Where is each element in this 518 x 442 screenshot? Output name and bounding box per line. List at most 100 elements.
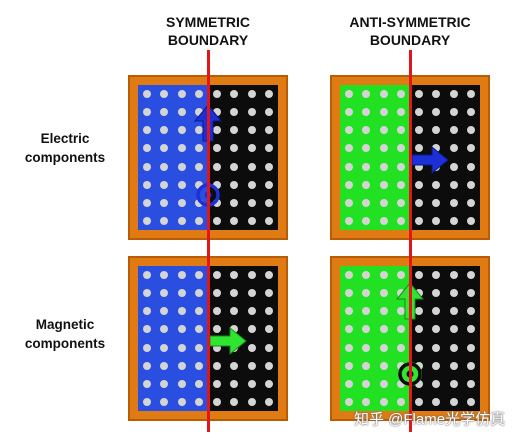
hole xyxy=(265,144,274,153)
hole xyxy=(265,180,274,189)
hole xyxy=(212,216,221,225)
hole xyxy=(230,307,239,316)
hole xyxy=(362,126,371,135)
watermark: 知乎 @Flame光学仿真 xyxy=(354,411,506,428)
panel-antisymmetric-magnetic xyxy=(330,256,490,421)
hole xyxy=(379,216,388,225)
hole xyxy=(265,325,274,334)
hole xyxy=(362,361,371,370)
hole xyxy=(362,325,371,334)
hole xyxy=(160,198,169,207)
hole xyxy=(247,289,256,298)
hole xyxy=(432,108,441,117)
hole xyxy=(397,216,406,225)
hole xyxy=(362,379,371,388)
hole-grid xyxy=(138,85,278,230)
hole xyxy=(230,90,239,99)
hole xyxy=(230,216,239,225)
hole xyxy=(230,271,239,280)
header-line: ANTI-SYMMETRIC xyxy=(349,14,471,30)
column-header-antisymmetric: ANTI-SYMMETRIC BOUNDARY xyxy=(330,13,490,49)
hole xyxy=(230,325,239,334)
hole xyxy=(247,90,256,99)
hole xyxy=(160,379,169,388)
hole xyxy=(397,90,406,99)
hole xyxy=(212,343,221,352)
hole xyxy=(362,90,371,99)
hole xyxy=(344,90,353,99)
hole xyxy=(449,180,458,189)
hole xyxy=(414,397,423,406)
hole xyxy=(177,379,186,388)
hole xyxy=(265,289,274,298)
hole xyxy=(212,90,221,99)
hole xyxy=(414,126,423,135)
hole-grid xyxy=(340,85,480,230)
hole xyxy=(160,144,169,153)
hole xyxy=(265,379,274,388)
hole xyxy=(414,361,423,370)
hole xyxy=(195,180,204,189)
hole xyxy=(449,307,458,316)
hole xyxy=(344,126,353,135)
hole xyxy=(362,271,371,280)
hole xyxy=(160,307,169,316)
hole xyxy=(142,144,151,153)
hole xyxy=(230,144,239,153)
hole xyxy=(177,325,186,334)
hole xyxy=(379,126,388,135)
hole xyxy=(212,361,221,370)
hole xyxy=(142,216,151,225)
hole xyxy=(432,180,441,189)
hole xyxy=(142,126,151,135)
hole xyxy=(247,325,256,334)
hole xyxy=(195,216,204,225)
hole xyxy=(247,108,256,117)
hole xyxy=(432,397,441,406)
header-line: SYMMETRIC xyxy=(166,14,250,30)
hole xyxy=(142,307,151,316)
hole xyxy=(397,162,406,171)
hole xyxy=(362,397,371,406)
hole xyxy=(195,271,204,280)
hole xyxy=(432,126,441,135)
hole xyxy=(177,289,186,298)
hole xyxy=(160,126,169,135)
hole xyxy=(467,307,476,316)
hole xyxy=(449,90,458,99)
hole xyxy=(160,90,169,99)
hole xyxy=(379,162,388,171)
header-line: BOUNDARY xyxy=(167,32,249,48)
row-label-line: components xyxy=(24,336,106,351)
hole xyxy=(397,144,406,153)
hole xyxy=(449,289,458,298)
hole xyxy=(230,180,239,189)
symmetric-boundary-line xyxy=(207,50,210,432)
hole xyxy=(177,361,186,370)
hole xyxy=(230,361,239,370)
hole xyxy=(212,325,221,334)
hole xyxy=(142,271,151,280)
hole xyxy=(379,108,388,117)
hole xyxy=(195,307,204,316)
hole xyxy=(467,180,476,189)
hole xyxy=(379,180,388,189)
hole xyxy=(344,198,353,207)
hole xyxy=(397,307,406,316)
hole xyxy=(142,90,151,99)
hole xyxy=(397,108,406,117)
hole xyxy=(449,198,458,207)
hole xyxy=(230,162,239,171)
hole xyxy=(142,162,151,171)
hole xyxy=(247,343,256,352)
hole xyxy=(379,271,388,280)
hole xyxy=(467,289,476,298)
hole xyxy=(379,198,388,207)
hole xyxy=(467,198,476,207)
hole xyxy=(212,379,221,388)
hole xyxy=(379,90,388,99)
hole xyxy=(230,198,239,207)
hole xyxy=(247,397,256,406)
hole xyxy=(247,271,256,280)
hole xyxy=(432,325,441,334)
